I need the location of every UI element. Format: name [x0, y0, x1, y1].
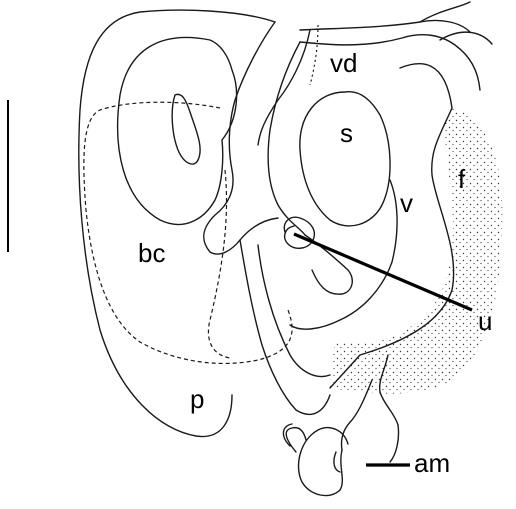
leader-u [294, 234, 472, 310]
label-f: f [458, 164, 466, 194]
bursa-copulatrix-outline [118, 37, 237, 224]
label-u: u [478, 306, 492, 336]
label-vd: vd [330, 48, 357, 78]
spermatheca-outline [300, 92, 390, 226]
dashed-outline-p [84, 102, 292, 363]
ampulla-inner [334, 452, 340, 472]
central-fold-1 [204, 22, 278, 254]
uterus-loop [284, 217, 314, 248]
duct-vd-upper [300, 20, 470, 32]
label-am: am [414, 448, 450, 478]
stippled-region-f [330, 108, 502, 394]
label-s: s [340, 118, 353, 148]
central-fold-3 [240, 240, 330, 414]
uterus-tube [305, 235, 352, 294]
label-p: p [190, 384, 204, 414]
vd-dotted [310, 25, 318, 85]
dashed-inner [208, 170, 230, 358]
label-bc: bc [138, 238, 165, 268]
duct-vd-lower [300, 35, 480, 90]
label-v: v [400, 188, 413, 218]
